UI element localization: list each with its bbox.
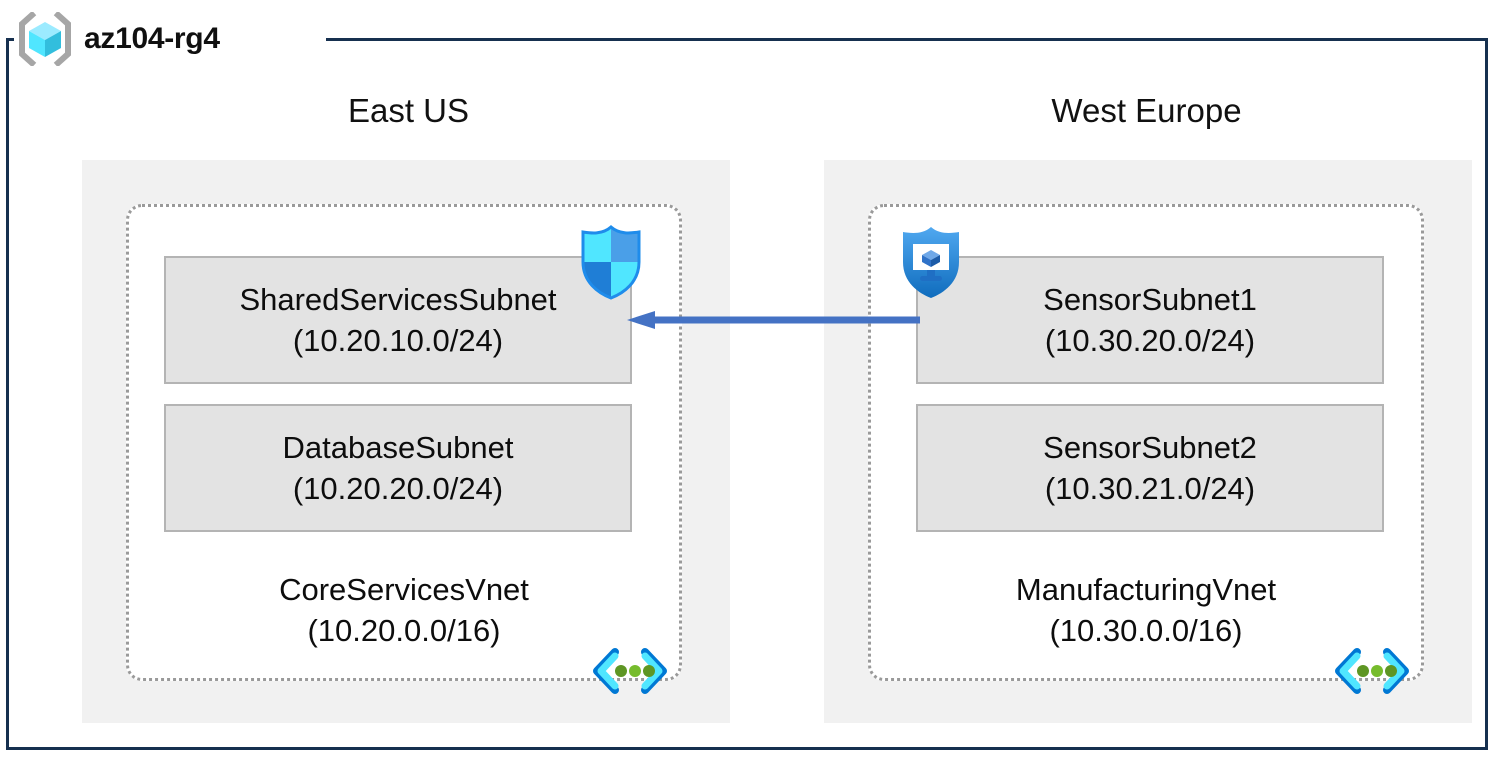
resource-group-header: az104-rg4 <box>16 8 220 70</box>
subnet-sensor-1[interactable]: SensorSubnet1 (10.30.20.0/24) <box>916 256 1384 384</box>
vnet-manufacturing-name: ManufacturingVnet <box>1015 572 1277 607</box>
vnet-manufacturing-address-space: (10.30.0.0/16) <box>1049 613 1243 648</box>
subnet-shared-services[interactable]: SharedServicesSubnet (10.20.10.0/24) <box>164 256 632 384</box>
vnet-core-services-label: CoreServicesVnet (10.20.0.0/16) <box>129 569 679 651</box>
subnet-sensor-2-name: SensorSubnet2 <box>1043 430 1257 465</box>
region-title-east-us: East US <box>347 92 470 129</box>
subnet-database-address-space: (10.20.20.0/24) <box>292 471 504 506</box>
virtual-network-icon <box>591 648 669 698</box>
subnet-sensor-2[interactable]: SensorSubnet2 (10.30.21.0/24) <box>916 404 1384 532</box>
subnet-shared-services-address-space: (10.20.10.0/24) <box>292 323 504 358</box>
resource-group-name: az104-rg4 <box>84 22 220 55</box>
vnet-manufacturing-label: ManufacturingVnet (10.30.0.0/16) <box>871 569 1421 651</box>
subnet-shared-services-name: SharedServicesSubnet <box>239 282 557 317</box>
defender-for-servers-shield-icon <box>898 224 964 300</box>
subnet-database-name: DatabaseSubnet <box>282 430 514 465</box>
subnet-database[interactable]: DatabaseSubnet (10.20.20.0/24) <box>164 404 632 532</box>
subnet-sensor-1-address-space: (10.30.20.0/24) <box>1044 323 1256 358</box>
virtual-network-icon <box>1333 648 1411 698</box>
vnet-core-services-name: CoreServicesVnet <box>279 572 529 607</box>
region-title-west-europe: West Europe <box>1051 92 1242 129</box>
subnet-sensor-1-name: SensorSubnet1 <box>1043 282 1257 317</box>
subnet-sensor-2-address-space: (10.30.21.0/24) <box>1044 471 1256 506</box>
resource-group-frame <box>6 38 1488 750</box>
resource-group-cube-icon <box>16 10 74 68</box>
vnet-core-services-address-space: (10.20.0.0/16) <box>307 613 501 648</box>
security-shield-icon <box>578 224 644 300</box>
